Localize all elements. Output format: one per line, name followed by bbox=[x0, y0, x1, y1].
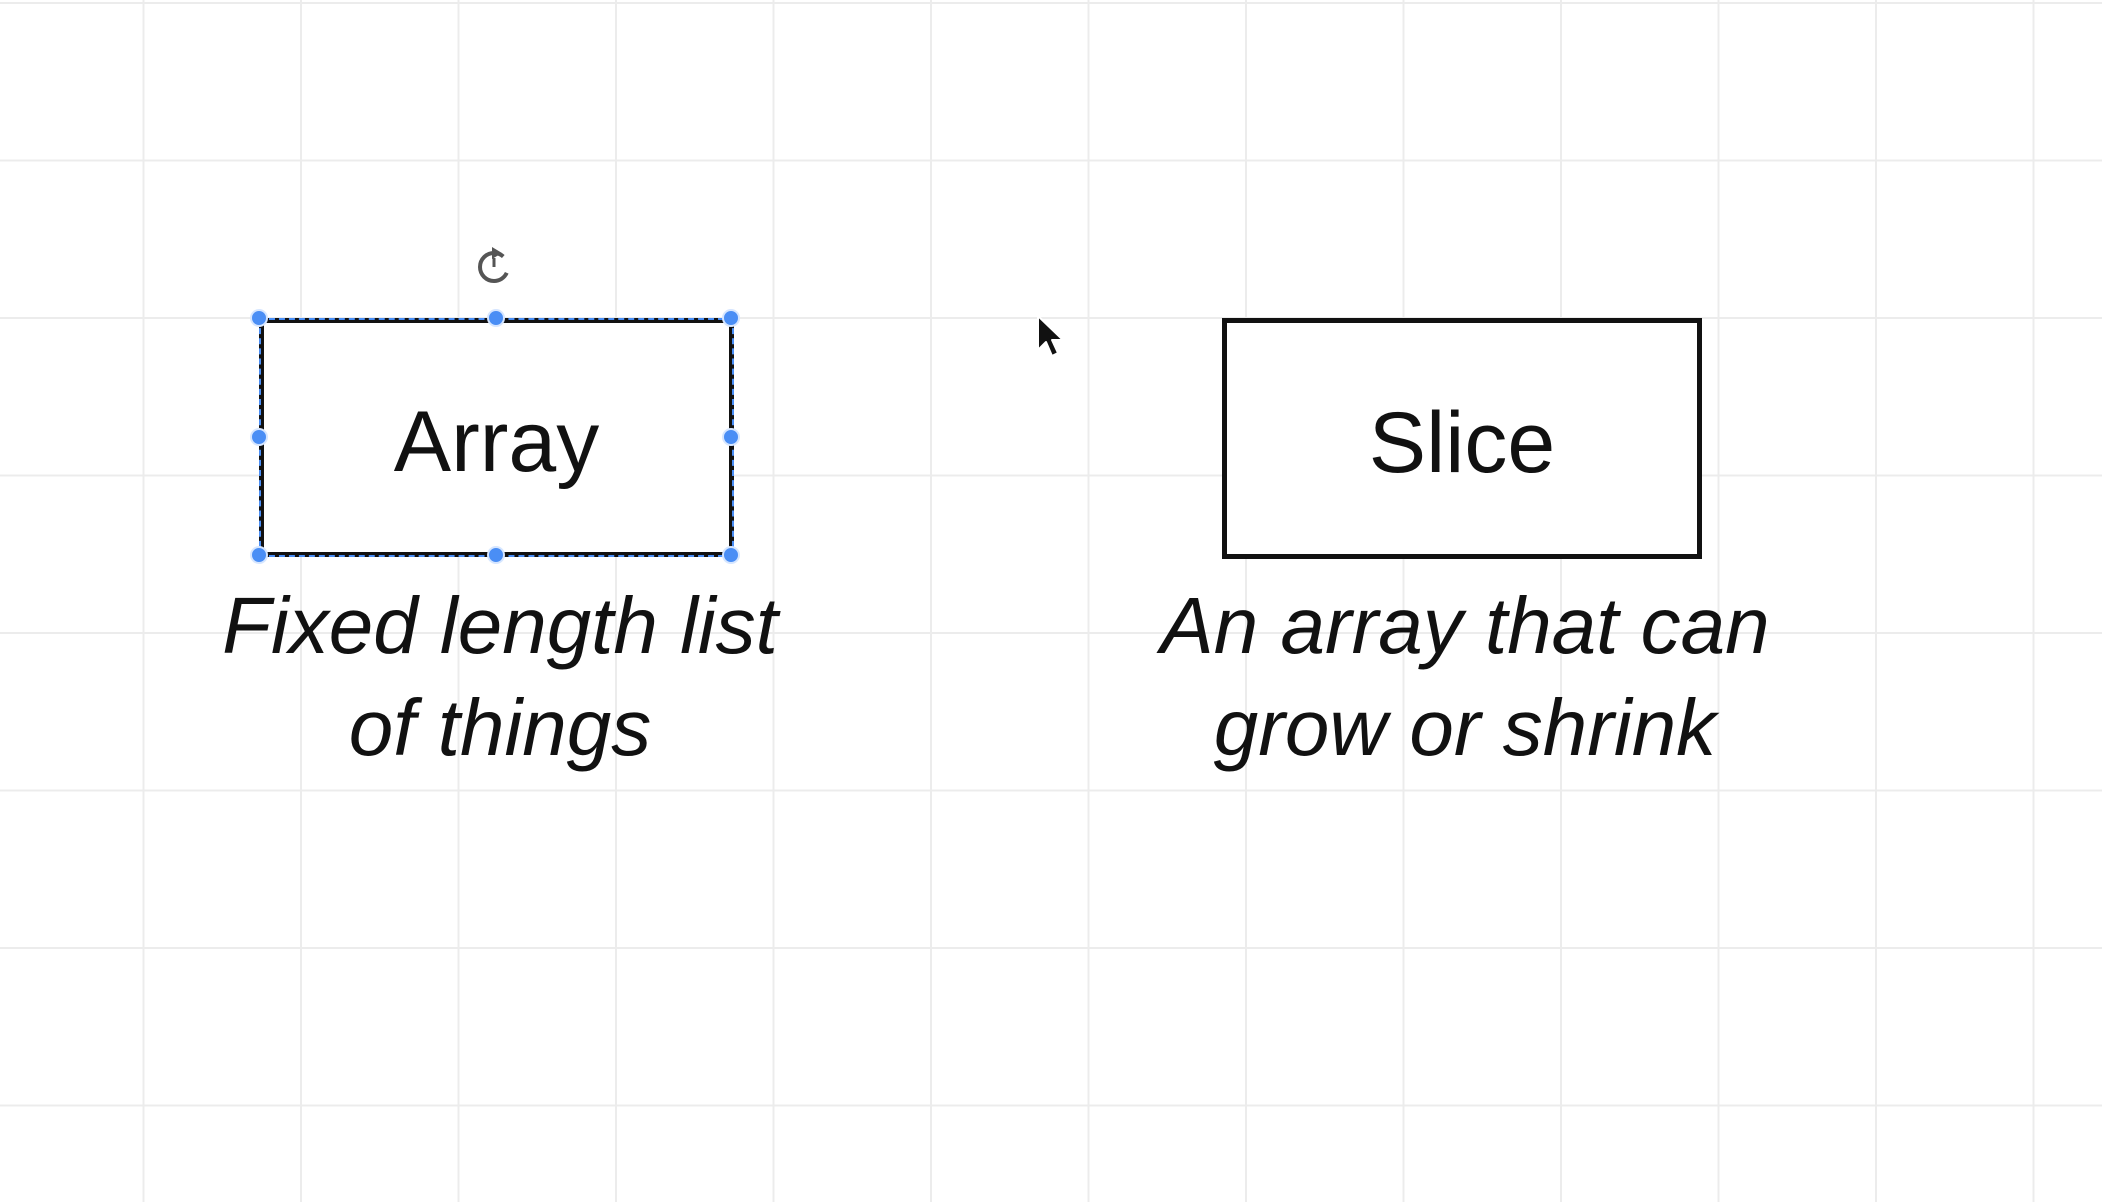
slice-caption-line-2: grow or shrink bbox=[1213, 683, 1717, 772]
resize-handle-bottom-right[interactable] bbox=[722, 546, 740, 564]
resize-handle-middle-left[interactable] bbox=[250, 428, 268, 446]
slice-shape-label: Slice bbox=[1368, 395, 1556, 491]
slice-shape[interactable]: Slice bbox=[1222, 318, 1702, 559]
rotate-icon[interactable] bbox=[472, 243, 516, 287]
array-shape[interactable]: Array bbox=[259, 318, 734, 557]
resize-handle-top-center[interactable] bbox=[487, 309, 505, 327]
array-caption[interactable]: Fixed length list of things bbox=[160, 575, 840, 779]
resize-handle-top-left[interactable] bbox=[250, 309, 268, 327]
resize-handle-bottom-center[interactable] bbox=[487, 546, 505, 564]
slice-caption-line-1: An array that can bbox=[1160, 581, 1770, 670]
array-caption-line-1: Fixed length list bbox=[222, 581, 778, 670]
array-caption-line-2: of things bbox=[348, 683, 652, 772]
slice-caption[interactable]: An array that can grow or shrink bbox=[1105, 575, 1825, 779]
mouse-pointer-icon bbox=[1037, 315, 1064, 357]
resize-handle-middle-right[interactable] bbox=[722, 428, 740, 446]
resize-handle-top-right[interactable] bbox=[722, 309, 740, 327]
resize-handle-bottom-left[interactable] bbox=[250, 546, 268, 564]
array-shape-label: Array bbox=[393, 394, 600, 490]
